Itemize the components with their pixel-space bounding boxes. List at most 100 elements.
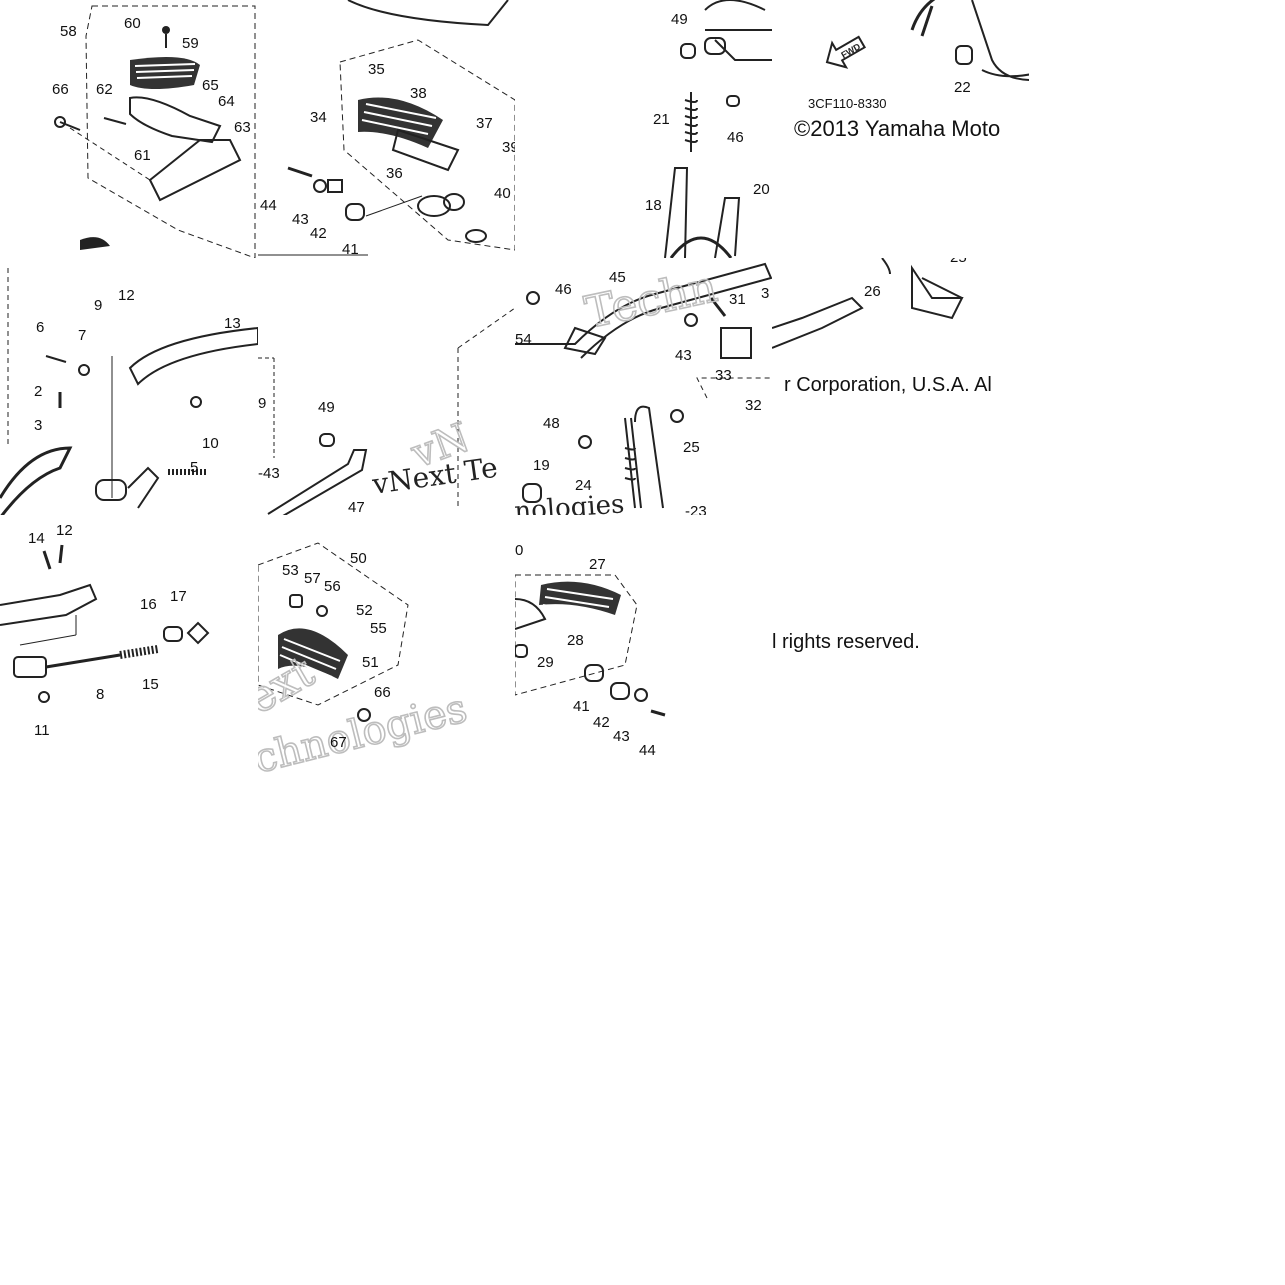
fwd-arrow-icon: FWD	[825, 35, 867, 69]
tile-stand-spring: 49 21 46 18 20	[515, 0, 772, 258]
callout: 2	[34, 383, 42, 400]
callout: 49	[318, 399, 335, 416]
callout: 34	[310, 109, 327, 126]
callout: -43	[258, 465, 280, 482]
callout: 27	[589, 556, 606, 573]
callout: 6	[36, 319, 44, 336]
callout: 0	[515, 542, 523, 559]
callout: 45	[609, 269, 626, 286]
tile-linkage-rod: 14 12 16 17 8 15 11	[0, 515, 258, 773]
callout: 53	[282, 562, 299, 579]
callout: 42	[593, 714, 610, 731]
callout: 66	[374, 684, 391, 701]
callout: 43	[613, 728, 630, 745]
callout: 59	[182, 35, 199, 52]
callout: 62	[96, 81, 113, 98]
callout: 33	[715, 367, 732, 384]
brake-pedal-drawing: 9 12 13 6 7 2 3 10 5	[0, 268, 258, 515]
watermark: nologies	[515, 489, 625, 515]
watermark: Techn	[581, 261, 722, 339]
callout: 60	[124, 15, 141, 32]
callout: 20	[753, 181, 770, 198]
callout: 42	[310, 225, 327, 242]
callout: 11	[34, 722, 50, 739]
callout: 15	[142, 676, 159, 693]
callout: 28	[567, 632, 584, 649]
part-code: 3CF110-8330	[808, 96, 887, 111]
callout: 17	[170, 588, 187, 605]
callout: -23	[685, 503, 707, 515]
brake-rod-drawing: vNext Te vN 49 9 -43 47	[258, 307, 515, 515]
callout: 22	[954, 79, 971, 96]
tile-passenger-footrest: ext chnologies 50 53 57 56 52 55 51 66 6…	[258, 515, 515, 773]
callout: 44	[639, 742, 656, 759]
callout: 58	[60, 23, 77, 40]
tile-copyright-end: l rights reserved.	[772, 515, 1029, 773]
copyright-text: r Corporation, U.S.A. Al	[784, 374, 992, 396]
callout: 63	[234, 119, 251, 136]
callout: 16	[140, 596, 157, 613]
tile-footrest-bracket: 58 60 59 66 62 65 64 63 61	[0, 0, 258, 258]
callout: 12	[118, 287, 135, 304]
callout: 49	[671, 11, 688, 28]
callout: 9	[258, 395, 266, 412]
callout: 25	[683, 439, 700, 456]
callout: 46	[727, 129, 744, 146]
callout: 66	[52, 81, 69, 98]
callout: 56	[324, 578, 341, 595]
linkage-rod-drawing: 14 12 16 17 8 15 11	[0, 522, 210, 739]
copyright-text: ©2013 Yamaha Moto	[794, 116, 1001, 141]
callout: 39	[502, 139, 515, 156]
callout: 52	[356, 602, 373, 619]
callout: 40	[494, 185, 511, 202]
callout: 7	[78, 327, 86, 344]
callout: 64	[218, 93, 235, 110]
callout: 43	[292, 211, 309, 228]
callout: 35	[368, 61, 385, 78]
tile-brake-rod: vNext Te vN 49 9 -43 47	[258, 258, 515, 515]
callout: 43	[675, 347, 692, 364]
copyright-text: l rights reserved.	[772, 631, 920, 653]
callout: 57	[304, 570, 321, 587]
callout: 10	[202, 435, 219, 452]
tile-stand-pedal: 26 25 r Corporation, U.S.A. Al	[772, 258, 1029, 515]
callout: 54	[515, 331, 532, 348]
fwd-drawing: FWD 22	[825, 0, 1029, 96]
callout: 3	[34, 417, 42, 434]
callout: 67	[330, 734, 347, 751]
callout: 19	[533, 457, 550, 474]
callout: 65	[202, 77, 219, 94]
callout: 36	[386, 165, 403, 182]
callout: 29	[537, 654, 554, 671]
callout: 46	[555, 281, 572, 298]
callout: 26	[864, 283, 881, 300]
tile-rear-footrest: 35 38 34 37 39 36 40 44 43 42 41	[258, 0, 515, 258]
tile-side-stand: Techn nologies 46 45 31 3 54 43 33 48 32…	[515, 258, 772, 515]
callout: 32	[745, 397, 762, 414]
tile-copyright: FWD 22 3CF110-8330 ©2013 Yamaha Moto	[772, 0, 1029, 258]
callout: 61	[134, 147, 151, 164]
tile-rider-footrest: 0 27 28 29 41 42 43 44	[515, 515, 772, 773]
callout: 12	[56, 522, 73, 539]
callout: 3	[761, 285, 769, 302]
callout: 51	[362, 654, 379, 671]
callout: 13	[224, 315, 241, 332]
callout: 38	[410, 85, 427, 102]
callout: 41	[342, 241, 359, 258]
callout: 24	[575, 477, 592, 494]
rear-footrest-drawing: 35 38 34 37 39 36 40 44 43 42 41	[258, 0, 515, 258]
callout: 18	[645, 197, 662, 214]
side-stand-drawing: Techn nologies 46 45 31 3 54 43 33 48 32…	[515, 260, 772, 515]
stand-pedal-drawing: 26 25	[772, 258, 967, 349]
callout: 47	[348, 499, 365, 515]
callout: 8	[96, 686, 104, 703]
stand-spring-drawing: 49 21 46 18 20	[645, 0, 772, 258]
callout: 21	[653, 111, 670, 128]
passenger-footrest-drawing: ext chnologies 50 53 57 56 52 55 51 66 6…	[258, 542, 472, 773]
callout: 9	[94, 297, 102, 314]
callout: 48	[543, 415, 560, 432]
tile-brake-pedal: 9 12 13 6 7 2 3 10 5	[0, 258, 258, 515]
callout: 55	[370, 620, 387, 637]
callout: 50	[350, 550, 367, 567]
